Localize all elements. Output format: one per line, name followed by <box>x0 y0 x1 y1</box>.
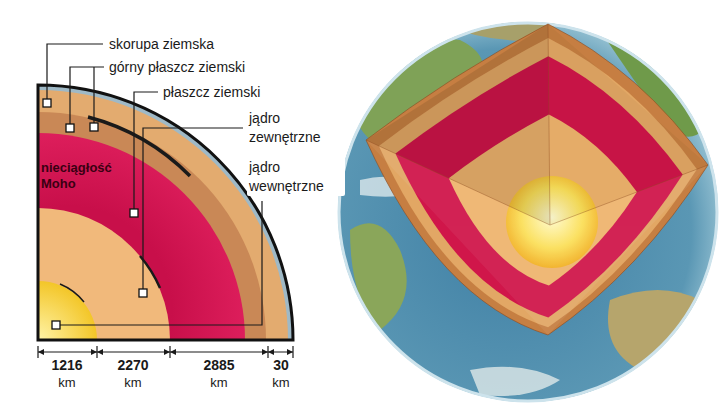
dimension-label: 2270 km <box>110 357 156 391</box>
dimension-label: 1216 km <box>44 357 90 391</box>
crust-label: skorupa ziemska <box>107 35 257 54</box>
dimension-label: 30 km <box>266 357 296 391</box>
dimension-line <box>38 346 293 358</box>
moho-label: nieciągłość Moho <box>41 160 121 192</box>
dimension-label: 2885 km <box>196 357 242 391</box>
globe <box>330 0 720 412</box>
upper-mantle-label: górny płaszcz ziemski <box>107 58 287 77</box>
mantle-label: płaszcz ziemski <box>161 83 301 102</box>
outer-core-label: jądro zewnętrzne <box>247 109 345 147</box>
inner-core-label: jądro wewnętrzne <box>247 158 345 196</box>
leader-markers <box>43 99 147 329</box>
